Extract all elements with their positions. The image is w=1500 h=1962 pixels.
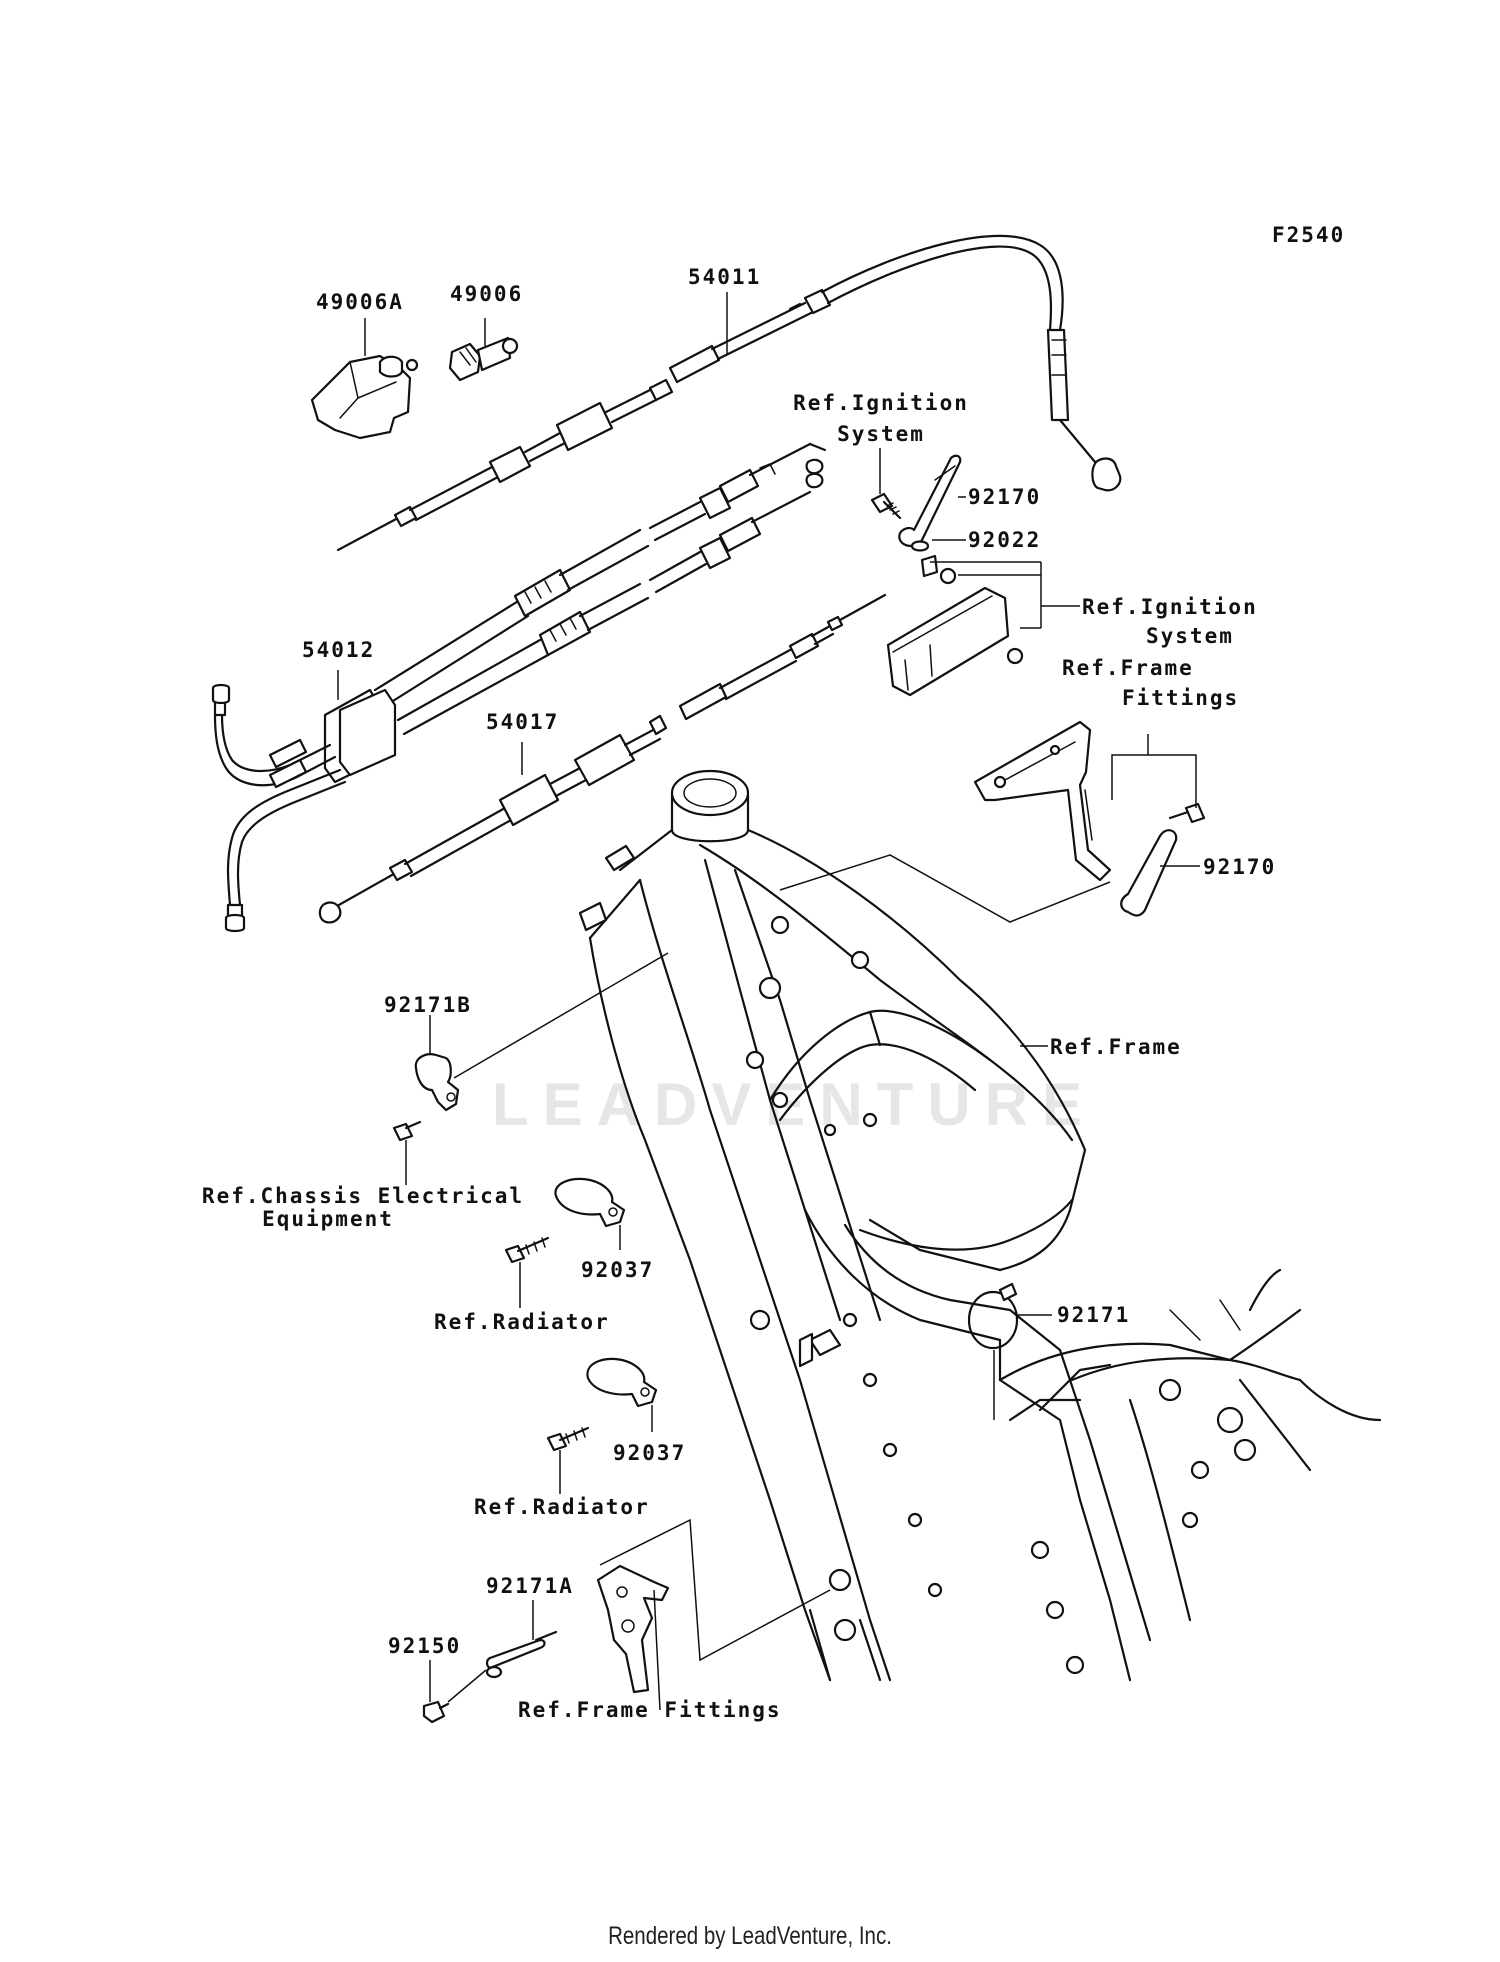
label-92022[interactable]: 92022: [968, 528, 1042, 552]
cable-54017[interactable]: [318, 593, 887, 924]
label-92171[interactable]: 92171: [1057, 1303, 1131, 1327]
ref-ignition-mid-line2[interactable]: System: [1146, 624, 1234, 648]
label-92170-mid[interactable]: 92170: [1203, 855, 1277, 879]
cable-54012[interactable]: [211, 442, 827, 933]
bracket-frame-fittings-top: [973, 720, 1112, 882]
ref-chassis-electrical-line1[interactable]: Ref.Chassis Electrical: [201, 1184, 525, 1208]
ref-radiator-a[interactable]: Ref.Radiator: [434, 1310, 610, 1334]
ref-ignition-mid-line1[interactable]: Ref.Ignition: [1082, 595, 1258, 619]
part-92150[interactable]: [422, 1700, 450, 1724]
label-92171a[interactable]: 92171A: [486, 1574, 574, 1598]
bolt-frame-fittings[interactable]: [1168, 802, 1206, 824]
part-92022[interactable]: [910, 540, 939, 578]
part-92171[interactable]: [967, 1282, 1019, 1350]
bolt-ignition[interactable]: [870, 492, 902, 520]
bolt-chassis[interactable]: [392, 1120, 422, 1142]
label-92171b[interactable]: 92171B: [384, 993, 472, 1017]
ref-frame-fittings-top-line1[interactable]: Ref.Frame: [1062, 656, 1194, 680]
ref-chassis-electrical-line2[interactable]: Equipment: [262, 1207, 394, 1231]
label-54011[interactable]: 54011: [688, 265, 762, 289]
label-92037-b[interactable]: 92037: [613, 1441, 687, 1465]
part-92037-a[interactable]: [554, 1177, 626, 1228]
frame: [578, 769, 1382, 1682]
ref-ignition-top-line2[interactable]: System: [837, 422, 925, 446]
bolt-radiator-a[interactable]: [504, 1236, 550, 1264]
part-92171a[interactable]: [485, 1630, 558, 1679]
part-49006a[interactable]: [310, 354, 419, 440]
ref-frame-fittings-bottom[interactable]: Ref.Frame Fittings: [518, 1698, 782, 1722]
label-54017[interactable]: 54017: [486, 710, 560, 734]
cable-54011[interactable]: [336, 234, 1122, 552]
part-49006[interactable]: [448, 336, 519, 382]
ref-frame-fittings-top-line2[interactable]: Fittings: [1122, 686, 1240, 710]
label-49006[interactable]: 49006: [450, 282, 524, 306]
part-92170-top[interactable]: [898, 454, 962, 548]
part-92037-b[interactable]: [586, 1357, 658, 1408]
bolt-radiator-b[interactable]: [546, 1426, 590, 1452]
ref-radiator-b[interactable]: Ref.Radiator: [474, 1495, 650, 1519]
watermark: LEADVENTURE: [492, 1071, 1097, 1138]
part-92171b[interactable]: [414, 1053, 460, 1112]
footer-credit: Rendered by LeadVenture, Inc.: [608, 1922, 892, 1950]
diagram-code: F2540: [1272, 223, 1346, 247]
label-92150[interactable]: 92150: [388, 1634, 462, 1658]
label-92170-top[interactable]: 92170: [968, 485, 1042, 509]
leader-lines: [337, 292, 1200, 1711]
ignition-module: [886, 567, 1024, 697]
bracket-frame-fittings-bottom: [596, 1564, 670, 1694]
ref-ignition-top-line1[interactable]: Ref.Ignition: [793, 391, 969, 415]
ref-frame[interactable]: Ref.Frame: [1050, 1035, 1182, 1059]
label-49006a[interactable]: 49006A: [316, 290, 404, 314]
part-92170-mid[interactable]: [1120, 829, 1178, 917]
label-92037-a[interactable]: 92037: [581, 1258, 655, 1282]
label-54012[interactable]: 54012: [302, 638, 376, 662]
